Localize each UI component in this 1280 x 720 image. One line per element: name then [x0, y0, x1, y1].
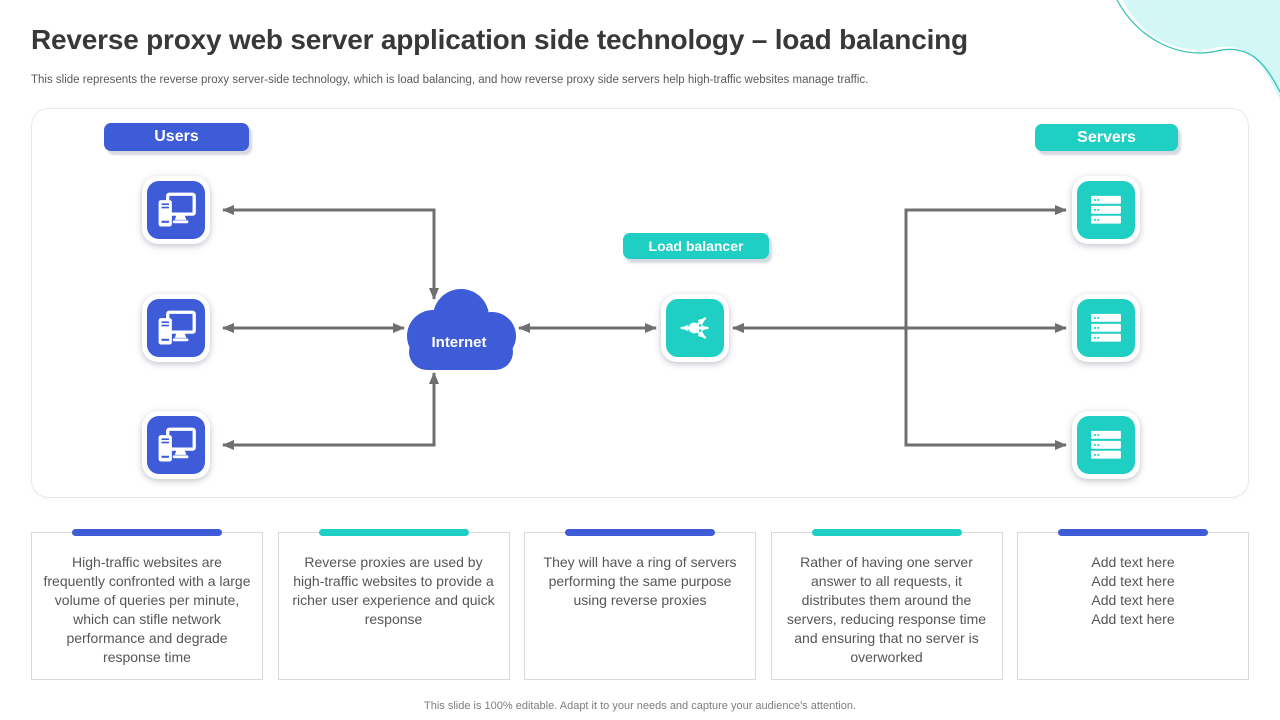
users-badge-label: Users: [154, 128, 199, 145]
info-box: They will have a ring of servers perform…: [524, 529, 756, 680]
info-box-text: They will have a ring of servers perform…: [543, 554, 737, 608]
info-box-text: Rather of having one server answer to al…: [786, 554, 987, 665]
desktop-computer-icon: [147, 416, 205, 474]
box-accent-bar: [1058, 529, 1208, 536]
info-box-placeholder: Add text here Add text here Add text her…: [1017, 529, 1249, 680]
corner-wave-decoration: [1116, 0, 1280, 100]
internet-label: Internet: [431, 334, 486, 351]
user-device-icon: [142, 411, 210, 479]
desktop-computer-icon: [147, 299, 205, 357]
user-device-icon: [142, 294, 210, 362]
info-box-text: Reverse proxies are used by high-traffic…: [292, 554, 495, 627]
load-balancer-badge: Load balancer: [623, 233, 769, 259]
info-box: Rather of having one server answer to al…: [770, 529, 1003, 680]
load-balancer-badge-label: Load balancer: [648, 238, 744, 254]
user-device-icon: [142, 176, 210, 244]
slide-subtitle: This slide represents the reverse proxy …: [31, 74, 869, 86]
box-accent-bar: [565, 529, 715, 536]
slide-footer-note: This slide is 100% editable. Adapt it to…: [424, 700, 856, 712]
server-icon-card: [1072, 294, 1140, 362]
info-box-text: High-traffic websites are frequently con…: [43, 554, 251, 665]
page-title: Reverse proxy web server application sid…: [31, 24, 968, 55]
servers-badge-label: Servers: [1077, 128, 1136, 146]
load-balancer-icon-card: [661, 294, 729, 362]
box-accent-bar: [811, 529, 962, 536]
info-box-text: Add text here Add text here Add text her…: [1091, 554, 1175, 627]
servers-badge: Servers: [1035, 124, 1178, 151]
desktop-computer-icon: [147, 181, 205, 239]
server-icon-card: [1072, 411, 1140, 479]
diagram-panel: Users Servers Load balancer Internet: [31, 108, 1249, 498]
info-box: Reverse proxies are used by high-traffic…: [277, 529, 510, 680]
internet-cloud-icon: Internet: [407, 289, 516, 370]
box-accent-bar: [72, 529, 222, 536]
connector-arrows: [222, 205, 1067, 450]
users-badge: Users: [104, 123, 249, 151]
server-icon-card: [1072, 176, 1140, 244]
load-balancer-icon: [666, 299, 724, 357]
box-accent-bar: [318, 529, 469, 536]
server-rack-icon: [1077, 299, 1135, 357]
server-rack-icon: [1077, 416, 1135, 474]
info-box-row: High-traffic websites are frequently con…: [31, 529, 1249, 680]
info-box: High-traffic websites are frequently con…: [31, 529, 263, 680]
server-rack-icon: [1077, 181, 1135, 239]
